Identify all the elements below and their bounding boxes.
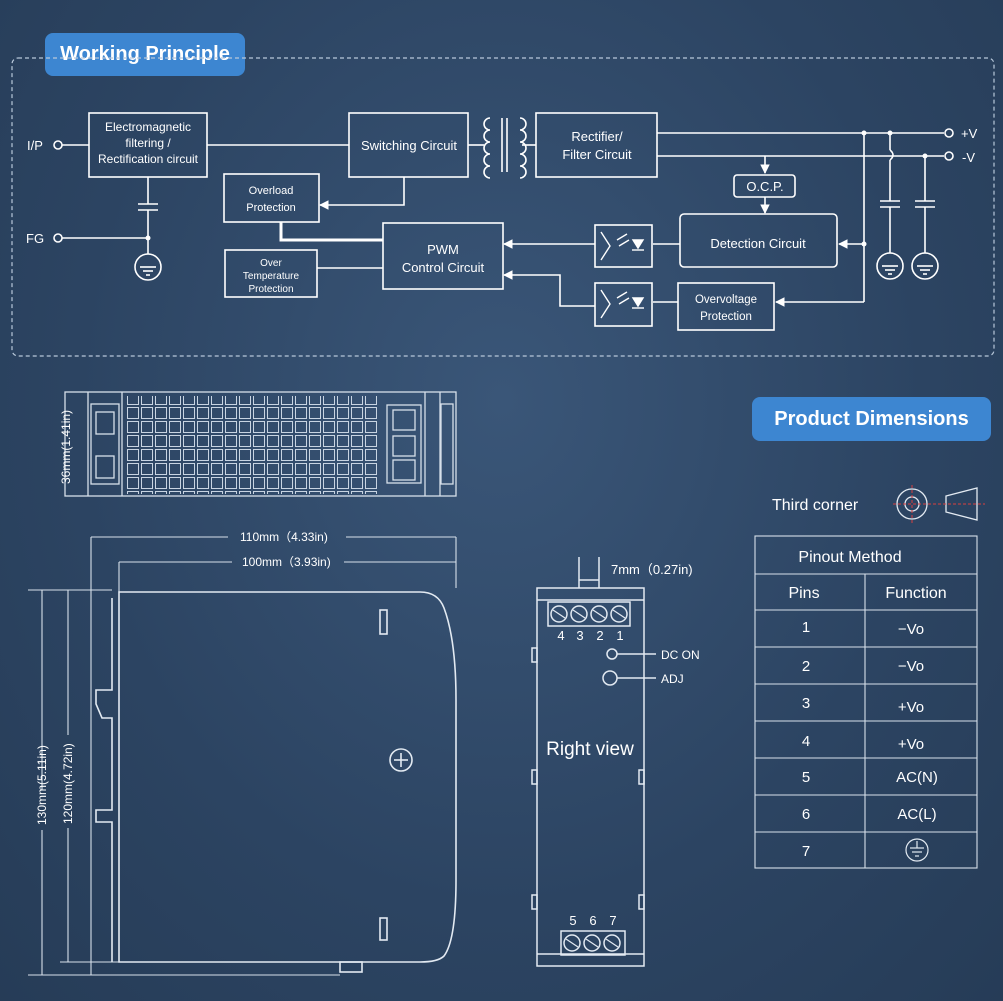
emi-label-2: filtering / <box>125 136 171 150</box>
pwm-label-2: Control Circuit <box>402 260 485 275</box>
over-temp-label-2: Temperature <box>243 271 300 282</box>
fg-terminal <box>53 233 63 243</box>
rectifier-label-1: Rectifier/ <box>571 129 623 144</box>
ground-icon <box>134 253 162 281</box>
top-view-terminal <box>386 404 422 484</box>
pinout-title: Pinout Method <box>798 549 901 566</box>
dc-on-led <box>606 648 618 660</box>
pin-label-6: 6 <box>589 913 596 928</box>
working-principle-title: Working Principle <box>45 33 245 76</box>
top-view-vent-grid <box>127 396 379 494</box>
pwm-control-block <box>382 222 504 290</box>
output-neg-terminal <box>944 151 954 161</box>
pinout-table <box>754 535 978 869</box>
over-temp-label-1: Over <box>260 258 282 269</box>
dim-36-label: 36mm(1.41in) <box>59 410 73 484</box>
ground-icon <box>905 838 929 862</box>
col-function-header: Function <box>885 585 946 602</box>
function-cell: +Vo <box>898 699 924 716</box>
output-pos-label: +V <box>961 126 978 141</box>
input-label: I/P <box>27 138 43 153</box>
adj-potentiometer <box>602 670 618 686</box>
pin-cell: 6 <box>802 806 810 823</box>
pin-label-1: 1 <box>616 628 623 643</box>
third-corner-label: Third corner <box>772 497 859 514</box>
optocoupler-2 <box>594 282 653 327</box>
ground-icon <box>911 252 939 280</box>
dim-100-label: 100mm（3.93in) <box>242 555 331 569</box>
transformer-icon <box>483 117 491 179</box>
rectifier-filter-block <box>535 112 658 178</box>
input-terminal <box>53 140 63 150</box>
dim-120-label: 120mm(4.72in) <box>61 743 75 824</box>
screw-icon <box>389 748 413 772</box>
output-neg-label: -V <box>962 150 975 165</box>
pwm-label-1: PWM <box>427 242 459 257</box>
dim-130-label: 130mm(5.11in) <box>35 745 49 825</box>
emi-label-3: Rectification circuit <box>98 152 199 166</box>
pin-cell: 1 <box>802 619 810 636</box>
over-temp-label-3: Protection <box>248 284 293 295</box>
col-pins-header: Pins <box>788 585 819 602</box>
product-dimensions-title: Product Dimensions <box>752 397 991 441</box>
function-cell: +Vo <box>898 736 924 753</box>
dim-7-label: 7mm（0.27in) <box>611 562 693 577</box>
overvoltage-protection-block <box>677 282 775 331</box>
pin-cell: 2 <box>802 658 810 675</box>
over-temperature-protection-block <box>224 249 318 298</box>
dc-on-label: DC ON <box>661 648 700 662</box>
right-view-housing <box>536 587 645 967</box>
ocp-label: O.C.P. <box>746 179 783 194</box>
ground-icon <box>876 252 904 280</box>
output-pos-terminal <box>944 128 954 138</box>
top-view-housing <box>64 391 457 497</box>
third-angle-projection-icon <box>896 488 928 520</box>
pin-label-5: 5 <box>569 913 576 928</box>
function-cell: AC(N) <box>896 769 938 786</box>
working-principle-frame <box>11 57 995 357</box>
dim-110-label: 110mm（4.33in) <box>240 530 328 544</box>
detection-circuit-block <box>679 213 838 268</box>
overvoltage-label-2: Protection <box>700 311 752 323</box>
fg-label: FG <box>26 231 44 246</box>
side-view-housing <box>118 591 457 963</box>
overvoltage-label-1: Overvoltage <box>695 294 757 306</box>
adj-label: ADJ <box>661 672 684 686</box>
overload-protection-block <box>223 173 320 223</box>
function-cell: −Vo <box>898 658 924 675</box>
top-terminal-block <box>547 601 631 627</box>
function-cell: −Vo <box>898 621 924 638</box>
overload-label-1: Overload <box>249 185 294 197</box>
pin-label-4: 4 <box>557 628 564 643</box>
pin-label-3: 3 <box>576 628 583 643</box>
rectifier-label-2: Filter Circuit <box>562 147 632 162</box>
pin-label-7: 7 <box>609 913 616 928</box>
optocoupler-1 <box>594 224 653 268</box>
emi-label-1: Electromagnetic <box>105 120 191 134</box>
switching-label: Switching Circuit <box>361 138 457 153</box>
right-view-label: Right view <box>546 739 634 760</box>
bottom-terminal-block <box>560 930 626 956</box>
detection-label: Detection Circuit <box>710 236 806 251</box>
pin-label-2: 2 <box>596 628 603 643</box>
pin-cell: 7 <box>802 843 810 860</box>
function-cell: AC(L) <box>897 806 936 823</box>
overload-label-2: Protection <box>246 202 296 214</box>
pin-cell: 3 <box>802 695 810 712</box>
pin-cell: 4 <box>802 733 810 750</box>
pin-cell: 5 <box>802 769 810 786</box>
